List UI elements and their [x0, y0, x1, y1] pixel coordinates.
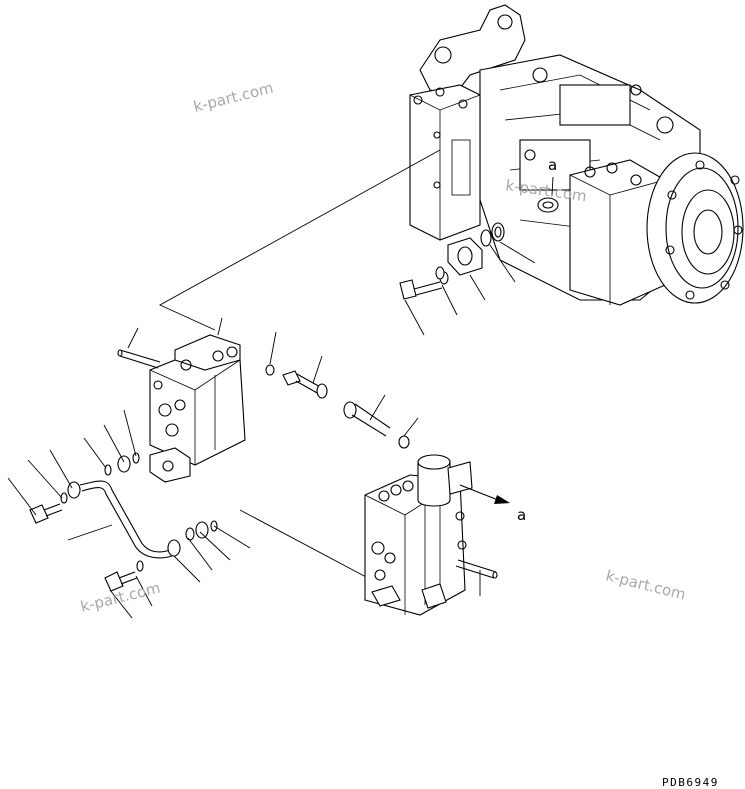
hydraulic-pump-assembly: a	[409, 4, 744, 306]
right-valve-assembly: a	[364, 454, 526, 616]
left-valve-block	[117, 317, 246, 483]
reference-label-a-right: a	[517, 506, 526, 524]
watermark-right: k-part.com	[604, 566, 688, 603]
pressure-tube-assembly	[7, 409, 369, 619]
drawing-code: PDB6949	[662, 776, 719, 789]
reference-label-a-top: a	[548, 156, 557, 174]
pump-flange-fittings	[399, 222, 536, 336]
connecting-bolts	[265, 331, 419, 449]
watermark-top: k-part.com	[192, 79, 276, 116]
